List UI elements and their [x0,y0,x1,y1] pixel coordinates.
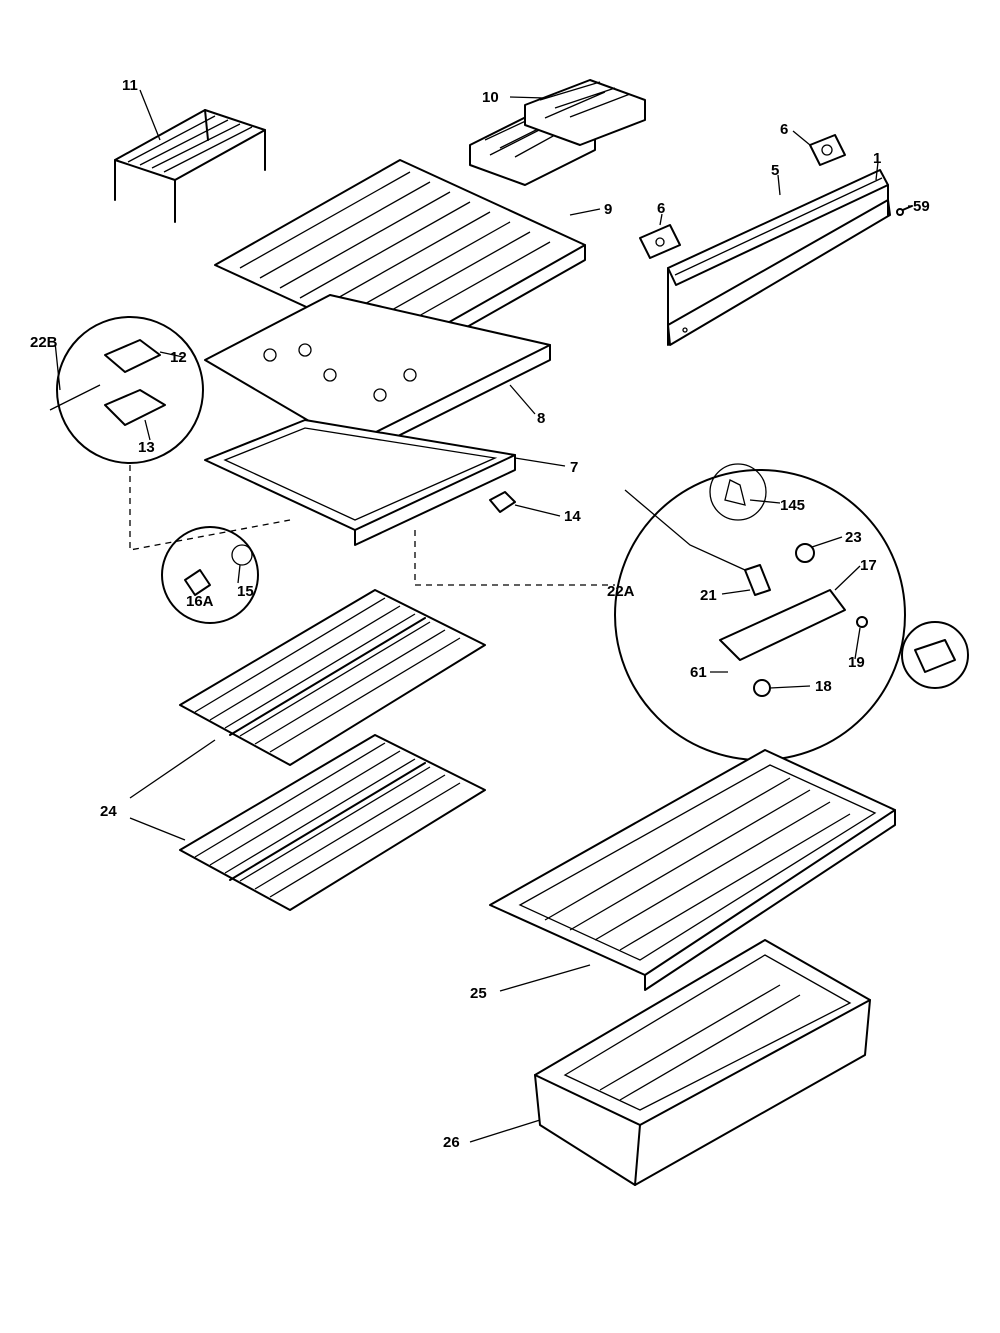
callout-11: 11 [122,77,138,94]
callout-22a: 22A [607,583,635,600]
callout-24: 24 [100,803,117,820]
part-6-bracket-top [809,134,846,166]
callout-15: 15 [237,583,254,600]
part-25-crisper-cover [489,749,896,991]
callout-21: 21 [700,587,717,604]
dashed-reference-lines [129,465,615,586]
part-24-shelf-lower [179,734,486,911]
callout-23: 23 [845,529,862,546]
part-5-trim-strip [667,169,891,346]
detail-circle-damper [49,316,204,464]
part-14-connector [489,491,516,513]
detail-circle-control [614,463,906,761]
callout-26: 26 [443,1134,460,1151]
callout-19: 19 [848,654,865,671]
callout-22b: 22B [30,334,58,351]
callout-13: 13 [138,439,155,456]
detail-circle-lamp [161,526,259,624]
callout-8: 8 [537,410,545,427]
callout-1: 1 [873,150,881,167]
callout-6-top: 6 [780,121,788,138]
callout-5: 5 [771,162,779,179]
callout-25: 25 [470,985,487,1002]
callout-10: 10 [482,89,499,106]
detail-circle-switch [901,621,969,689]
callout-9: 9 [604,201,612,218]
callout-17: 17 [860,557,877,574]
callout-leader-lines [54,89,912,1143]
callout-18: 18 [815,678,832,695]
callout-16a: 16A [186,593,214,610]
part-7-tray [204,419,516,546]
part-10-ice-trays [469,79,646,186]
callout-7: 7 [570,459,578,476]
part-24-shelf-upper [179,589,486,766]
part-59-screw [896,205,913,216]
callout-12: 12 [170,349,187,366]
callout-labels: 11 10 6 1 5 9 6 59 22B 12 13 8 7 14 145 … [30,77,930,1151]
callout-145: 145 [780,497,805,514]
callout-61: 61 [690,664,707,681]
part-11-wire-rack [114,109,266,223]
callout-6-mid: 6 [657,200,665,217]
part-26-crisper-drawer [534,939,871,1186]
callout-59: 59 [913,198,930,215]
callout-14: 14 [564,508,581,525]
part-6-bracket-mid [639,224,681,259]
